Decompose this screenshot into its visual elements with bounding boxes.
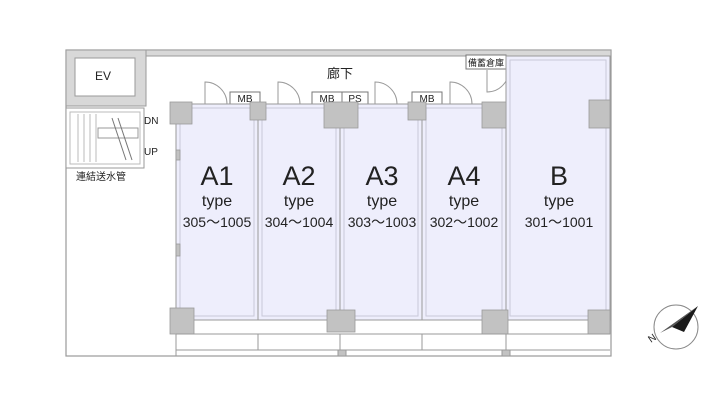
elevator-label: EV — [95, 69, 111, 83]
unit-a4-range: 302～1002 — [430, 214, 499, 230]
compass-icon: N — [646, 304, 699, 350]
unit-a2-type: type — [284, 193, 314, 210]
unit-a3[interactable] — [339, 103, 423, 321]
unit-a4-name: A4 — [447, 161, 480, 191]
mb-label-1: MB — [238, 94, 253, 105]
unit-a3-range: 303～1003 — [348, 214, 417, 230]
unit-b-name: B — [550, 161, 568, 191]
ps-label: PS — [348, 94, 362, 105]
unit-a3-name: A3 — [365, 161, 398, 191]
unit-a1-type: type — [202, 193, 232, 210]
unit-b-range: 301～1001 — [525, 214, 594, 230]
storage-label: 備蓄倉庫 — [468, 57, 504, 68]
unit-a1-name: A1 — [200, 161, 233, 191]
stair-down-label: DN — [144, 116, 158, 127]
stair-up-label: UP — [144, 147, 158, 158]
mb-label-3: MB — [420, 94, 435, 105]
standpipe-label: 連結送水管 — [76, 170, 126, 183]
unit-a1-range: 305～1005 — [183, 214, 252, 230]
mb-label-2: MB — [320, 94, 335, 105]
corridor-top-wall — [65, 49, 612, 57]
corridor-label: 廊下 — [327, 66, 353, 81]
elevator-car — [74, 57, 136, 97]
unit-a4-type: type — [449, 193, 479, 210]
balcony — [175, 333, 610, 357]
unit-a3-type: type — [367, 193, 397, 210]
unit-a4[interactable] — [421, 103, 507, 321]
unit-a2-name: A2 — [282, 161, 315, 191]
unit-a1[interactable] — [175, 103, 259, 321]
unit-a2[interactable] — [257, 103, 341, 321]
unit-b-type: type — [544, 193, 574, 210]
stairwell — [65, 107, 145, 169]
unit-labels: A1 type 305～1005 A2 type 304～1004 A3 typ… — [183, 161, 594, 230]
unit-a2-range: 304～1004 — [265, 214, 334, 230]
